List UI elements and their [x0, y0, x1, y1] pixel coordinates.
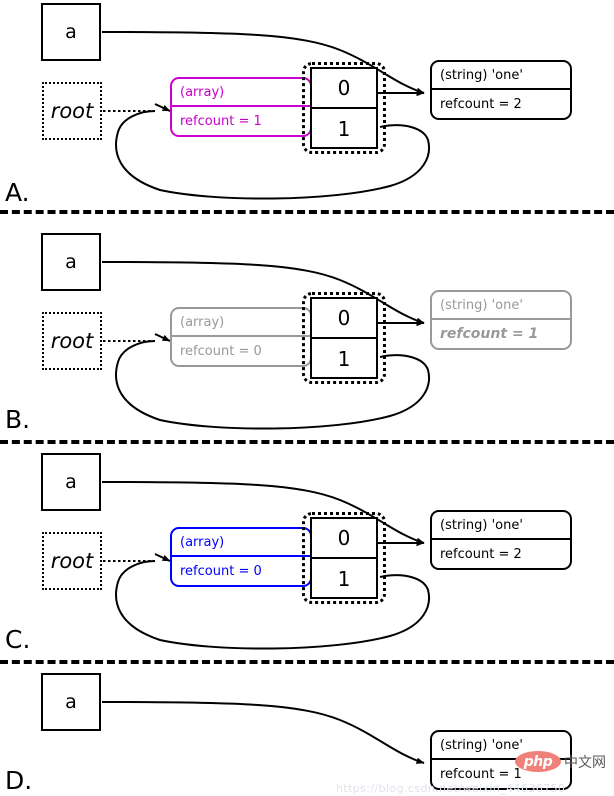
variable-label: a [65, 251, 77, 273]
variable-label: a [65, 21, 77, 43]
watermark-text: 中文网 [564, 754, 606, 771]
variable-box-a: a [41, 453, 101, 511]
array-type-row: (array) [172, 529, 310, 557]
string-refcount-row: refcount = 1 [440, 766, 522, 782]
variable-label: a [65, 691, 77, 713]
root-box: root [42, 312, 102, 370]
watermark-url: https://blog.csdn.net/weixin_44636750 [336, 782, 566, 795]
array-index-0-cell: 0 [312, 299, 376, 339]
array-zval-box: (array) refcount = 0 [170, 307, 312, 367]
array-index-container [302, 62, 386, 154]
array-zval-box: (array) refcount = 1 [170, 77, 312, 137]
string-refcount-row: refcount = 1 [440, 326, 539, 342]
section-c: a root (array) refcount = 0 0 1 (string)… [0, 450, 614, 660]
section-divider-2 [0, 440, 614, 444]
array-index-0-cell: 0 [312, 519, 376, 559]
array-index-0-cell: 0 [312, 69, 376, 109]
section-d: a (string) 'one' refcount = 1 D. [0, 670, 614, 796]
string-type-row: (string) 'one' [432, 292, 570, 320]
array-index-table: 0 1 [310, 517, 378, 599]
array-index-1-cell: 1 [337, 566, 351, 591]
array-refcount-row: refcount = 0 [180, 343, 262, 359]
string-zval-box: (string) 'one' refcount = 2 [430, 60, 572, 120]
section-letter-c: C. [5, 625, 31, 654]
section-letter-a: A. [5, 178, 30, 207]
variable-box-a: a [41, 673, 101, 731]
array-zval-box: (array) refcount = 0 [170, 527, 312, 587]
array-type-row: (array) [172, 79, 310, 107]
string-refcount-row: refcount = 2 [440, 96, 522, 112]
array-index-1-cell: 1 [337, 346, 351, 371]
string-refcount-row: refcount = 2 [440, 546, 522, 562]
array-index-1-cell: 1 [337, 116, 351, 141]
section-b: a root (array) refcount = 0 0 1 (string)… [0, 230, 614, 440]
array-index-table: 0 1 [310, 297, 378, 379]
section-divider-3 [0, 660, 614, 664]
variable-box-a: a [41, 233, 101, 291]
string-type-row: (string) 'one' [432, 512, 570, 540]
array-refcount-row: refcount = 0 [180, 563, 262, 579]
array-index-table: 0 1 [310, 67, 378, 149]
variable-box-a: a [41, 3, 101, 61]
variable-label: a [65, 471, 77, 493]
string-type-row: (string) 'one' [432, 62, 570, 90]
section-a: a root (array) refcount = 1 0 1 (string)… [0, 0, 614, 230]
array-refcount-row: refcount = 1 [180, 113, 262, 129]
section-divider-1 [0, 210, 614, 214]
section-letter-b: B. [5, 405, 31, 434]
root-label: root [50, 329, 94, 353]
root-label: root [50, 99, 94, 123]
section-letter-d: D. [5, 766, 33, 795]
php-logo-icon: php [515, 751, 561, 772]
string-zval-box: (string) 'one' refcount = 1 [430, 290, 572, 350]
string-type-row: (string) 'one' [432, 732, 570, 760]
array-index-container [302, 292, 386, 384]
array-index-container [302, 512, 386, 604]
root-label: root [50, 549, 94, 573]
watermark: php 中文网 [515, 751, 606, 772]
root-box: root [42, 532, 102, 590]
array-type-row: (array) [172, 309, 310, 337]
string-zval-box: (string) 'one' refcount = 2 [430, 510, 572, 570]
root-box: root [42, 82, 102, 140]
